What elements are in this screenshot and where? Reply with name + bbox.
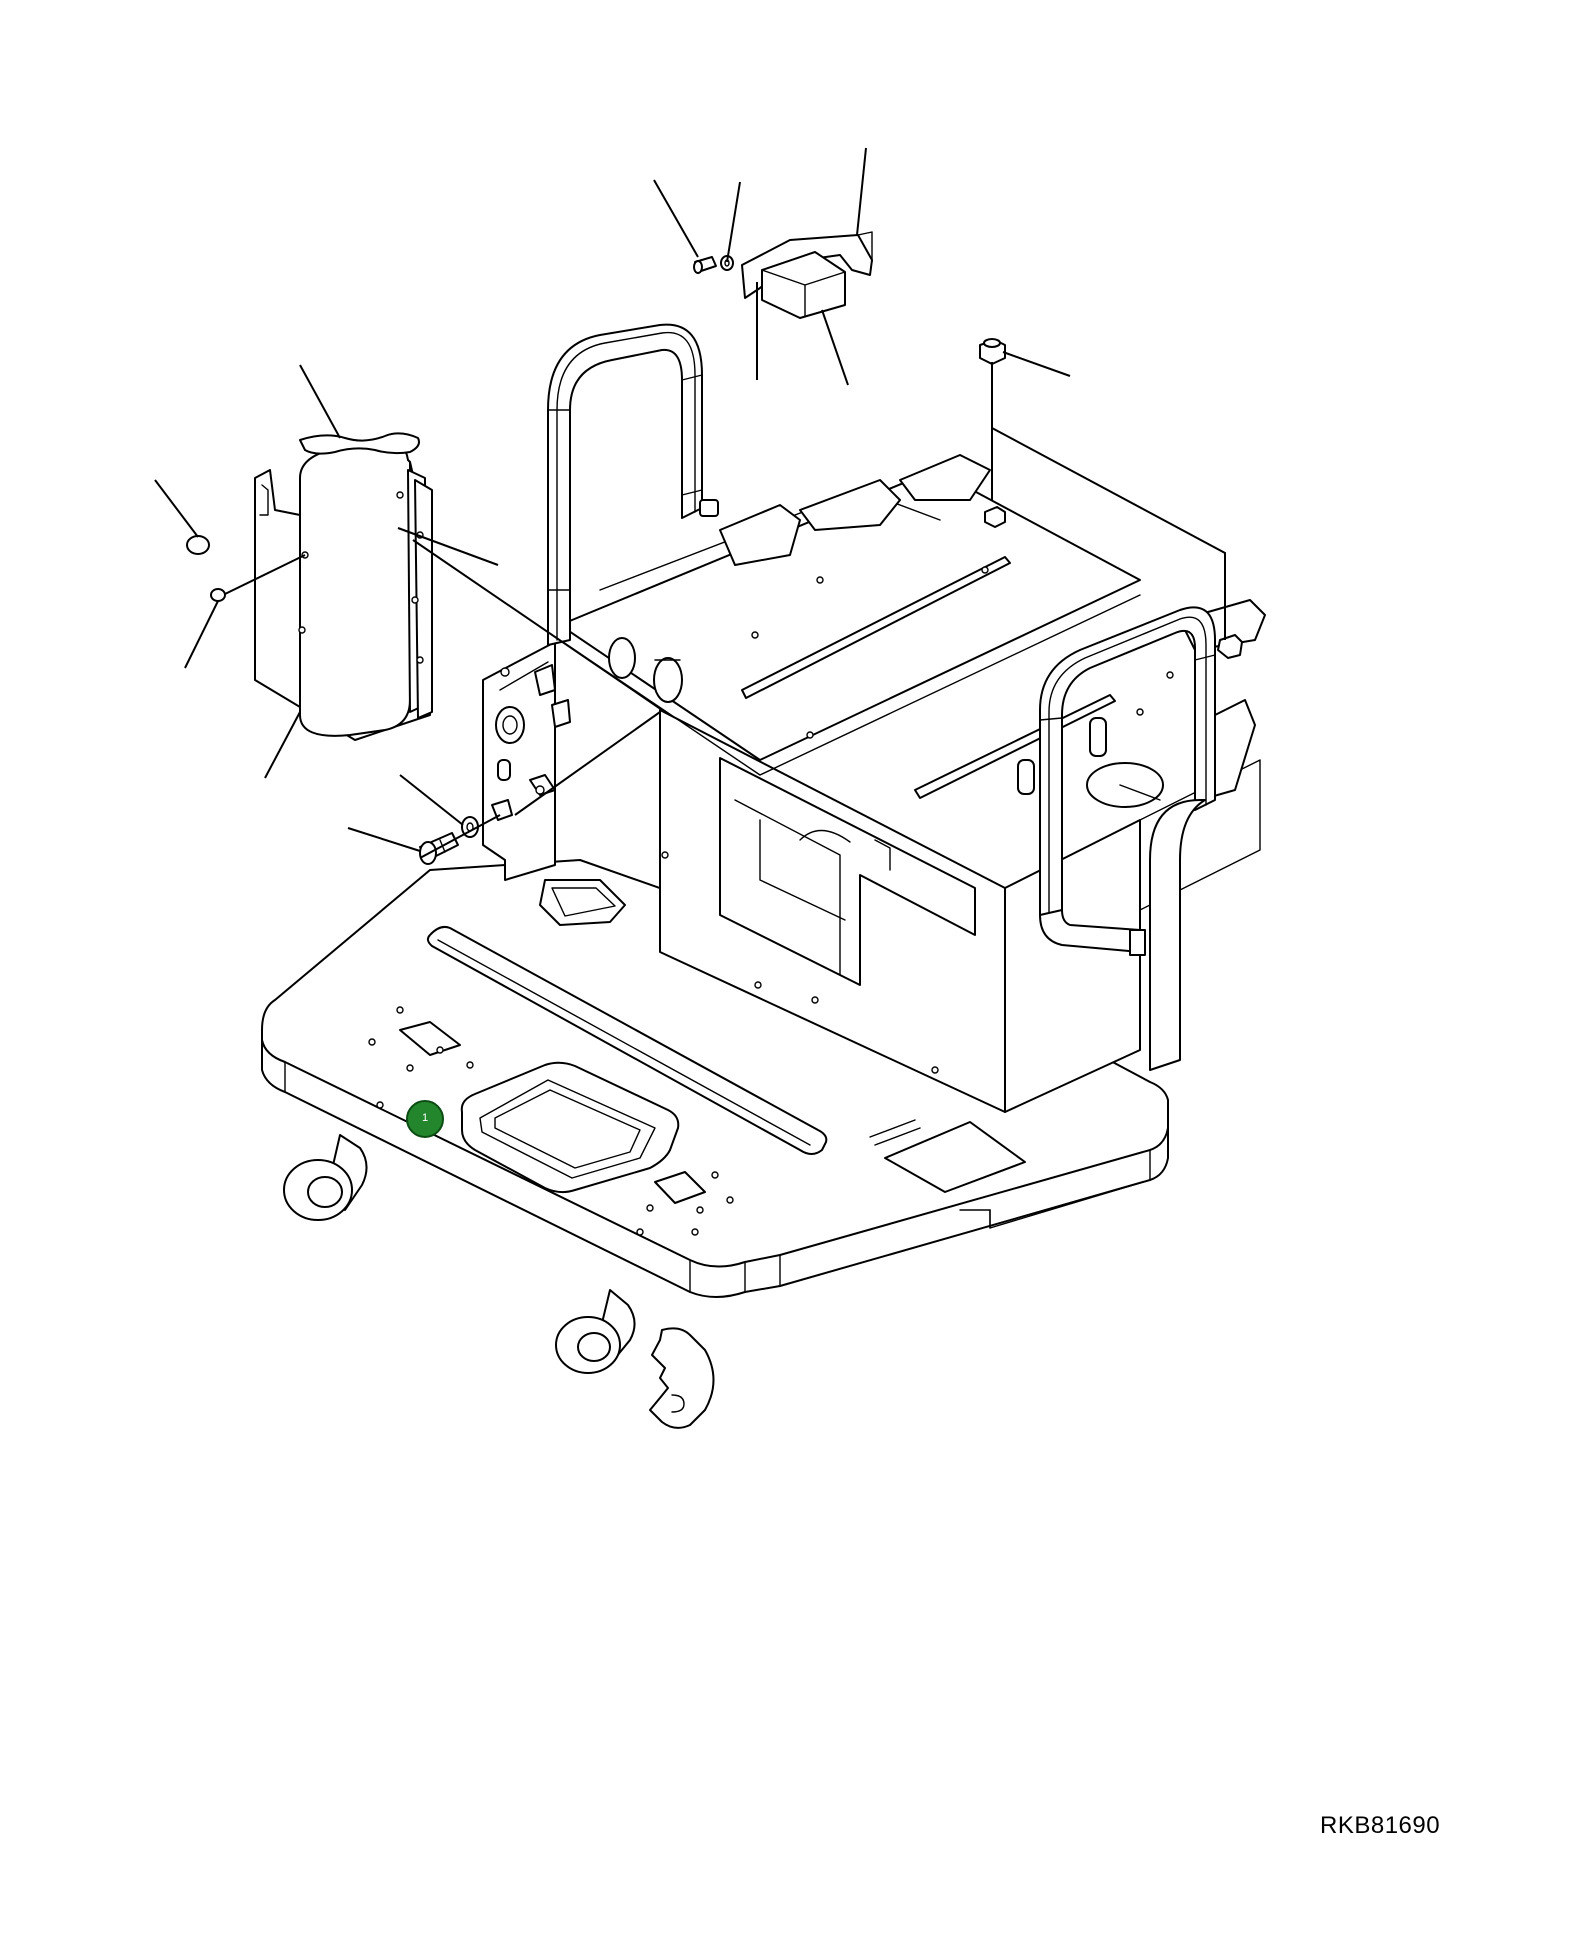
leader-lines: [154, 147, 1226, 859]
callout-marker-1[interactable]: 1: [406, 1100, 444, 1138]
floor-plate: [261, 859, 1169, 1298]
front-left-mount: [283, 1134, 368, 1221]
grab-handle-right: [1039, 606, 1216, 1071]
callout-label: 1: [421, 1112, 429, 1124]
rear-mount: [555, 1289, 715, 1429]
frame-box: [559, 454, 1266, 1113]
nut: [979, 338, 1243, 659]
drawing-code: RKB81690: [1320, 1812, 1441, 1839]
grab-handle-left: [547, 323, 719, 646]
top-bracket-assembly: [693, 231, 873, 319]
cover-assembly: [186, 432, 433, 741]
side-panel: [482, 637, 683, 881]
